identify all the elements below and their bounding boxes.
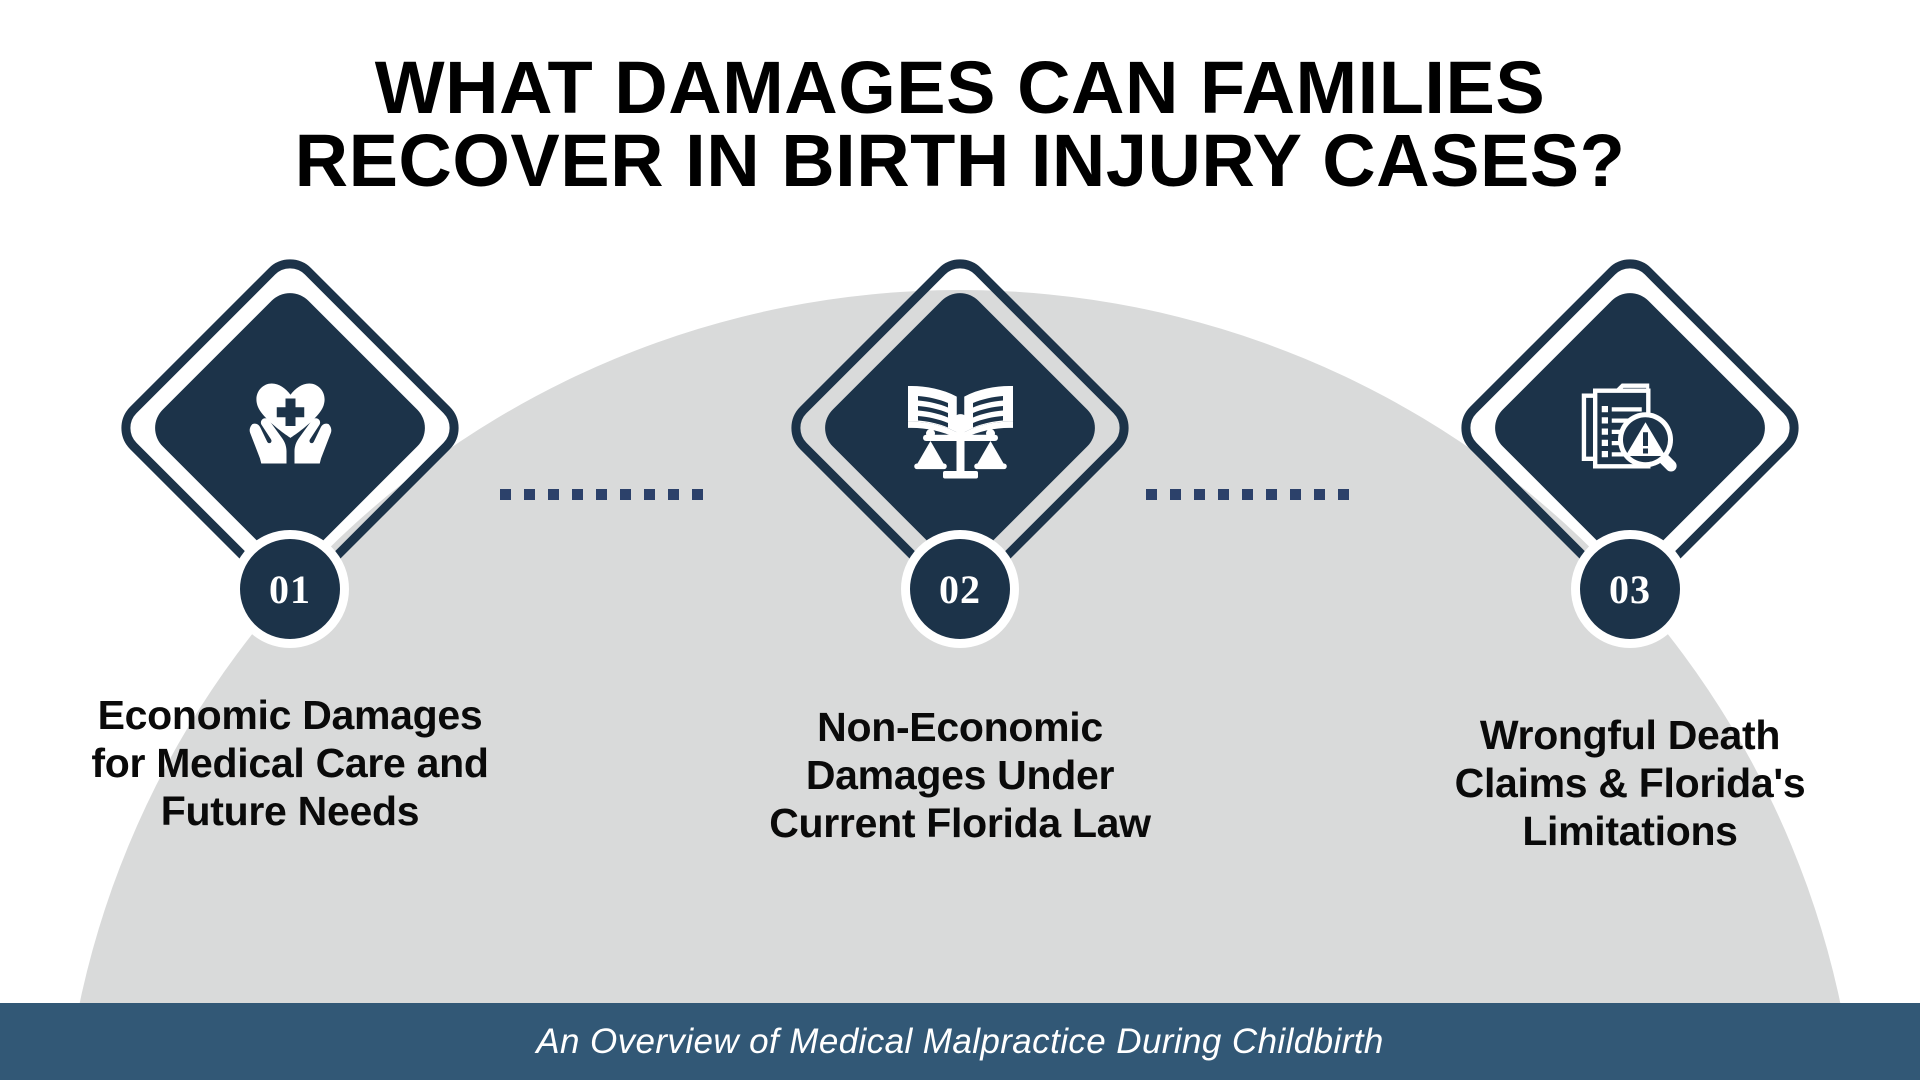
step-2-diamond[interactable]: [778, 246, 1142, 610]
step-2-caption: Non-Economic Damages Under Current Flori…: [769, 704, 1151, 846]
step-item-1[interactable]: 01 Economic Damages for Medical Care and…: [70, 246, 510, 836]
step-1-diamond[interactable]: [108, 246, 472, 610]
dotted-connector-1: [500, 489, 716, 500]
step-item-3[interactable]: 03 Wrongful Death Claims & Florida's Lim…: [1410, 246, 1850, 856]
title-line-1: WHAT DAMAGES CAN FAMILIES: [374, 46, 1546, 129]
title-line-2: RECOVER IN BIRTH INJURY CASES?: [294, 118, 1626, 202]
step-3-caption: Wrongful Death Claims & Florida's Limita…: [1454, 712, 1806, 854]
footer-bar: An Overview of Medical Malpractice Durin…: [0, 1003, 1920, 1080]
hands-holding-heart-with-medical-cross-icon: [215, 348, 365, 498]
step-3-number-badge: 03: [1571, 530, 1689, 648]
dotted-connector-2: [1146, 489, 1362, 500]
scales-of-justice-with-open-book-icon: [885, 348, 1035, 498]
footer-subtitle: An Overview of Medical Malpractice Durin…: [536, 1021, 1384, 1061]
document-with-magnifier-warning-icon: [1555, 348, 1705, 498]
step-item-2[interactable]: 02 Non-Economic Damages Under Current Fl…: [740, 246, 1180, 848]
page-title: WHAT DAMAGES CAN FAMILIES RECOVER IN BIR…: [0, 46, 1920, 202]
step-1-caption: Economic Damages for Medical Care and Fu…: [91, 692, 489, 834]
step-2-number-badge: 02: [901, 530, 1019, 648]
step-1-number-badge: 01: [231, 530, 349, 648]
step-3-diamond[interactable]: [1448, 246, 1812, 610]
